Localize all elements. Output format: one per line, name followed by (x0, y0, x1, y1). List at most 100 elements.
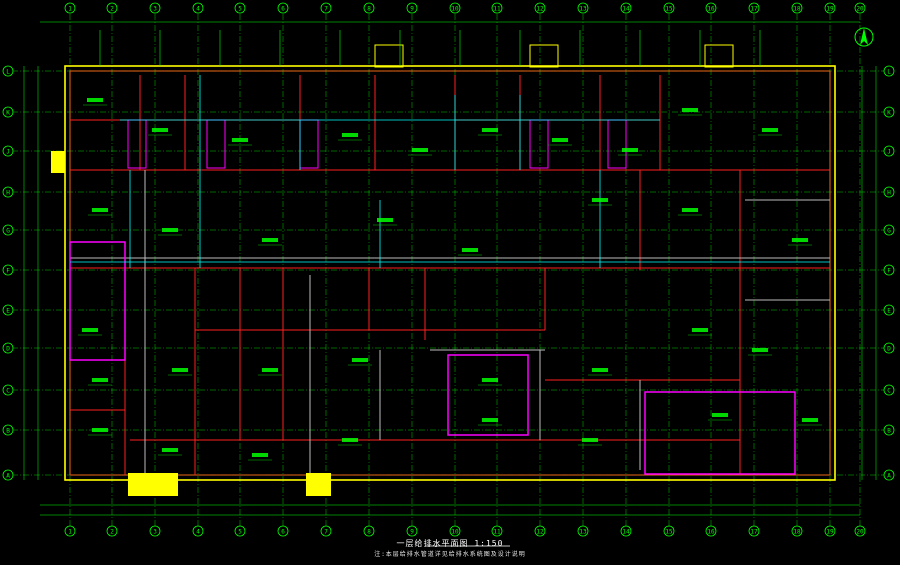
interior-partitions (69, 44, 830, 475)
toilet-block (607, 119, 627, 169)
axis-bubble-row (2, 224, 14, 236)
room-tag (762, 128, 778, 132)
axis-bubble-col (620, 525, 632, 537)
toilet-block (206, 119, 226, 169)
axis-label-row: E (887, 308, 891, 315)
room-tag (692, 328, 708, 332)
drawing-note: 注:本层给排水管道详见给排水系统图及设计说明 (374, 551, 526, 558)
axis-bubble-col (791, 525, 803, 537)
axis-label-row: B (6, 428, 10, 435)
room-tag (152, 128, 168, 132)
axis-bubble-row (2, 145, 14, 157)
magenta-room-east (644, 391, 796, 475)
axis-bubbles: 1122334455667788991010111112121313141415… (2, 2, 895, 537)
axis-label-row: J (887, 149, 891, 156)
axis-label-col: 16 (707, 529, 715, 536)
axis-bubble-col (192, 525, 204, 537)
axis-label-col: 18 (793, 6, 801, 13)
axis-bubble-col (449, 2, 461, 14)
room-tag (752, 348, 768, 352)
axis-bubble-col (363, 525, 375, 537)
axis-label-row: F (887, 268, 891, 275)
axis-bubble-row (883, 65, 895, 77)
axis-bubble-col (106, 2, 118, 14)
axis-bubble-col (791, 2, 803, 14)
axis-bubble-col (406, 2, 418, 14)
axis-label-col: 2 (110, 529, 114, 536)
room-tag (482, 128, 498, 132)
axis-label-col: 9 (410, 529, 414, 536)
axis-label-row: G (887, 228, 891, 235)
room-tag (712, 413, 728, 417)
axis-label-col: 20 (856, 6, 864, 13)
axis-bubble-col (64, 2, 76, 14)
room-tag (342, 133, 358, 137)
axis-bubble-col (748, 2, 760, 14)
axis-label-col: 15 (665, 6, 673, 13)
axis-bubble-col (663, 525, 675, 537)
axis-label-row: K (887, 110, 891, 117)
axis-label-col: 13 (579, 6, 587, 13)
axis-label-col: 4 (196, 6, 200, 13)
axis-label-col: 10 (451, 6, 459, 13)
axis-bubble-row (2, 304, 14, 316)
axis-bubble-col (277, 2, 289, 14)
room-tag (592, 198, 608, 202)
room-tag (262, 368, 278, 372)
axis-label-col: 16 (707, 6, 715, 13)
axis-label-row: C (887, 388, 891, 395)
room-tag (92, 378, 108, 382)
axis-bubble-row (883, 145, 895, 157)
magenta-room-center (447, 354, 529, 436)
axis-label-col: 10 (451, 529, 459, 536)
room-tag (802, 418, 818, 422)
axis-label-col: 12 (536, 529, 544, 536)
axis-label-row: J (6, 149, 10, 156)
axis-label-col: 19 (826, 529, 834, 536)
room-tag (412, 148, 428, 152)
axis-label-col: 2 (110, 6, 114, 13)
room-tag (682, 208, 698, 212)
stair-tower (374, 44, 404, 68)
axis-bubble-row (883, 384, 895, 396)
room-tag (482, 418, 498, 422)
axis-label-col: 18 (793, 529, 801, 536)
north-arrow-icon (854, 27, 874, 47)
axis-label-col: 6 (281, 529, 285, 536)
axis-bubble-col (824, 525, 836, 537)
axis-bubble-row (2, 106, 14, 118)
outer-walls (64, 65, 836, 481)
axis-bubble-col (748, 525, 760, 537)
axis-label-row: D (6, 346, 10, 353)
axis-label-col: 1 (68, 529, 72, 536)
room-tag (342, 438, 358, 442)
axis-bubble-row (883, 304, 895, 316)
toilet-block (127, 119, 147, 169)
axis-bubble-col (491, 525, 503, 537)
axis-label-col: 7 (324, 529, 328, 536)
axis-bubble-row (883, 106, 895, 118)
axis-label-row: F (6, 268, 10, 275)
axis-bubble-col (534, 2, 546, 14)
column-grid-lines (69, 14, 861, 530)
room-tag (462, 248, 478, 252)
axis-bubble-col (491, 2, 503, 14)
axis-label-col: 8 (367, 529, 371, 536)
drawing-title-text: 一层给排水平面图 (396, 539, 469, 548)
axis-bubble-col (449, 525, 461, 537)
drawing-scale: 1:150 (474, 539, 504, 548)
axis-label-col: 20 (856, 529, 864, 536)
axis-bubble-row (2, 424, 14, 436)
magenta-room-west (69, 241, 126, 361)
room-tag (82, 328, 98, 332)
axis-label-col: 17 (750, 6, 758, 13)
highlighted-areas (51, 151, 331, 496)
axis-label-col: 15 (665, 529, 673, 536)
axis-label-row: G (6, 228, 10, 235)
axis-bubble-col (234, 2, 246, 14)
axis-bubble-row (883, 264, 895, 276)
room-tag (162, 228, 178, 232)
axis-label-col: 11 (493, 529, 501, 536)
stair-tower (704, 44, 734, 68)
